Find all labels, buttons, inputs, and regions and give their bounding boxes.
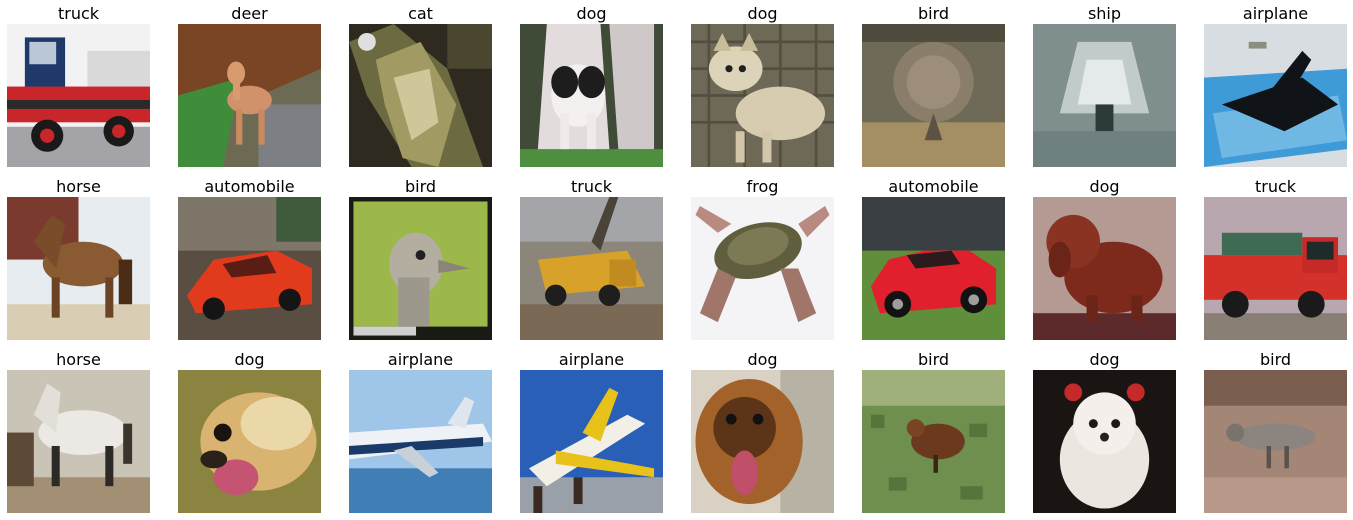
bird-icon (1204, 370, 1347, 513)
automobile-image (862, 197, 1005, 340)
dog-icon (1033, 370, 1176, 513)
grid-cell: truck (7, 0, 150, 167)
class-label: frog (746, 177, 779, 196)
airplane-image (349, 370, 492, 513)
airplane-image (520, 370, 663, 513)
horse-image (7, 370, 150, 513)
dog-icon (691, 24, 834, 167)
bird-icon (862, 24, 1005, 167)
grid-cell: automobile (862, 173, 1005, 340)
deer-image (178, 24, 321, 167)
class-label: dog (576, 4, 607, 23)
dog-image (520, 24, 663, 167)
cat-image (349, 24, 492, 167)
class-label: automobile (888, 177, 979, 196)
grid-cell: bird (862, 0, 1005, 167)
dog-image (691, 370, 834, 513)
class-label: truck (570, 177, 613, 196)
dog-icon (178, 370, 321, 513)
grid-cell: dog (691, 346, 834, 513)
class-label: dog (234, 350, 265, 369)
bird-image (349, 197, 492, 340)
class-label: horse (56, 177, 101, 196)
dog-image (178, 370, 321, 513)
automobile-image (178, 197, 321, 340)
class-label: dog (1089, 177, 1120, 196)
dog-image (1033, 197, 1176, 340)
airplane-icon (520, 370, 663, 513)
grid-cell: airplane (1204, 0, 1347, 167)
grid-cell: truck (1204, 173, 1347, 340)
bird-image (862, 370, 1005, 513)
class-label: bird (404, 177, 437, 196)
grid-cell: truck (520, 173, 663, 340)
grid-cell: dog (178, 346, 321, 513)
dog-icon (520, 24, 663, 167)
class-label: truck (57, 4, 100, 23)
grid-cell: bird (349, 173, 492, 340)
class-label: horse (56, 350, 101, 369)
grid-cell: dog (1033, 173, 1176, 340)
automobile-icon (178, 197, 321, 340)
class-label: deer (231, 4, 268, 23)
bird-icon (349, 197, 492, 340)
class-label: dog (747, 4, 778, 23)
automobile-icon (862, 197, 1005, 340)
truck-image (1204, 197, 1347, 340)
class-label: airplane (558, 350, 625, 369)
class-label: cat (408, 4, 433, 23)
horse-image (7, 197, 150, 340)
grid-cell: ship (1033, 0, 1176, 167)
airplane-image (1204, 24, 1347, 167)
grid-cell: dog (520, 0, 663, 167)
class-label: truck (1254, 177, 1297, 196)
grid-cell: bird (862, 346, 1005, 513)
class-label: bird (1259, 350, 1292, 369)
class-label: dog (1089, 350, 1120, 369)
dog-icon (1033, 197, 1176, 340)
bird-image (1204, 370, 1347, 513)
bird-image (862, 24, 1005, 167)
dog-image (691, 24, 834, 167)
bird-icon (862, 370, 1005, 513)
class-label: dog (747, 350, 778, 369)
grid-cell: horse (7, 346, 150, 513)
dog-image (1033, 370, 1176, 513)
truck-image (7, 24, 150, 167)
grid-cell: deer (178, 0, 321, 167)
truck-icon (7, 24, 150, 167)
frog-image (691, 197, 834, 340)
frog-icon (691, 197, 834, 340)
grid-cell: airplane (520, 346, 663, 513)
truck-image (520, 197, 663, 340)
horse-icon (7, 197, 150, 340)
grid-cell: frog (691, 173, 834, 340)
grid-cell: dog (691, 0, 834, 167)
grid-cell: horse (7, 173, 150, 340)
airplane-icon (1204, 24, 1347, 167)
airplane-icon (349, 370, 492, 513)
ship-icon (1033, 24, 1176, 167)
class-label: airplane (1242, 4, 1309, 23)
class-label: bird (917, 350, 950, 369)
class-label: automobile (204, 177, 295, 196)
class-label: airplane (387, 350, 454, 369)
grid-cell: dog (1033, 346, 1176, 513)
truck-icon (1204, 197, 1347, 340)
dog-icon (691, 370, 834, 513)
class-label: bird (917, 4, 950, 23)
class-label: ship (1087, 4, 1122, 23)
grid-cell: airplane (349, 346, 492, 513)
ship-image (1033, 24, 1176, 167)
cat-icon (349, 24, 492, 167)
grid-cell: cat (349, 0, 492, 167)
deer-icon (178, 24, 321, 167)
grid-cell: bird (1204, 346, 1347, 513)
grid-cell: automobile (178, 173, 321, 340)
truck-icon (520, 197, 663, 340)
horse-icon (7, 370, 150, 513)
